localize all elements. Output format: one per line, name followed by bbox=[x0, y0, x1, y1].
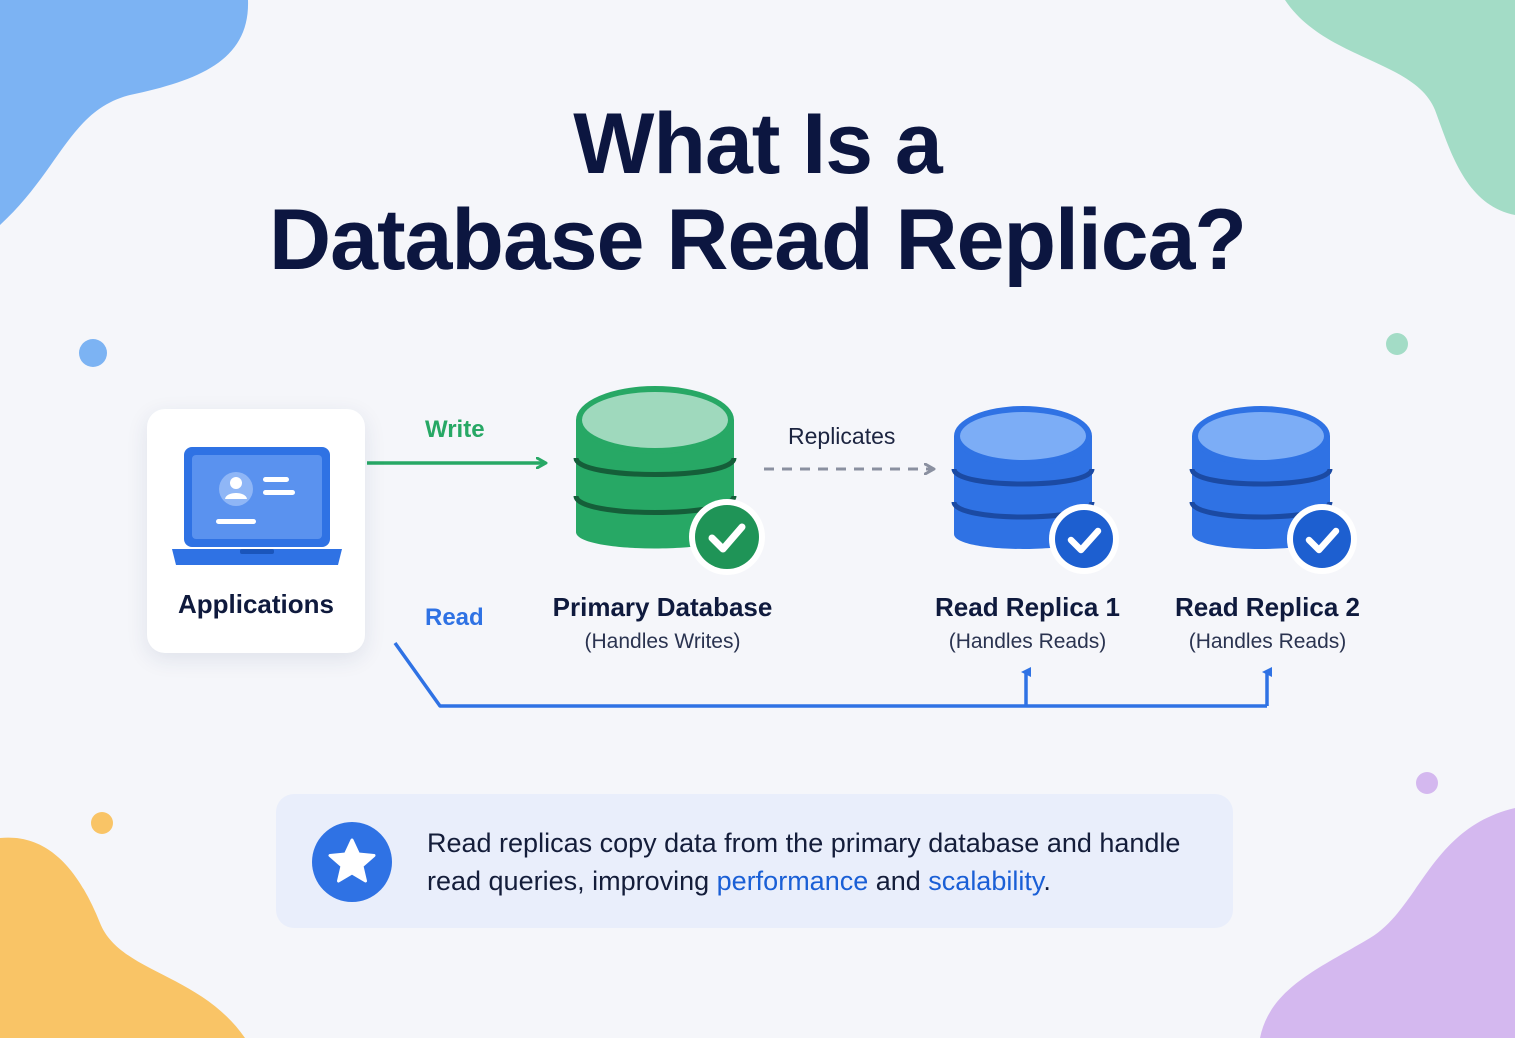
summary-text-mid: and bbox=[868, 866, 929, 896]
replica-1-database-icon bbox=[951, 406, 1119, 574]
replicates-label: Replicates bbox=[788, 423, 896, 449]
highlight-performance: performance bbox=[716, 866, 869, 896]
replica-1-label: Read Replica 1 bbox=[935, 592, 1120, 622]
applications-node: Applications bbox=[147, 409, 365, 653]
laptop-icon bbox=[172, 447, 342, 565]
highlight-scalability: scalability bbox=[928, 866, 1044, 896]
summary-text-before: Read replicas copy data from the primary… bbox=[427, 828, 1181, 896]
decor-dot-blue bbox=[79, 339, 107, 367]
write-label: Write bbox=[425, 416, 485, 443]
replica-2-sub: (Handles Reads) bbox=[1188, 630, 1347, 653]
decor-dot-purple bbox=[1416, 772, 1438, 794]
summary-text-after: . bbox=[1043, 866, 1051, 896]
read-label: Read bbox=[425, 604, 484, 631]
decor-dot-orange bbox=[91, 812, 113, 834]
read-arrow-line bbox=[393, 641, 1267, 708]
applications-label: Applications bbox=[177, 589, 334, 619]
summary-note: Read replicas copy data from the primary… bbox=[276, 794, 1233, 928]
title-line-1: What Is a bbox=[573, 96, 943, 192]
summary-text: Read replicas copy data from the primary… bbox=[427, 824, 1207, 900]
replica-1-sub: (Handles Reads) bbox=[948, 630, 1107, 653]
title-line-2: Database Read Replica? bbox=[269, 192, 1247, 288]
primary-database-label: Primary Database bbox=[552, 592, 773, 622]
primary-database-sub: (Handles Writes) bbox=[584, 630, 741, 653]
corner-blob-bottom-right bbox=[1260, 808, 1515, 1038]
page-title: What Is a Database Read Replica? bbox=[0, 96, 1515, 288]
corner-blob-top-left bbox=[0, 0, 249, 225]
primary-database-icon bbox=[573, 386, 765, 575]
corner-blob-top-right bbox=[1285, 0, 1515, 215]
decor-dot-green bbox=[1386, 333, 1408, 355]
corner-blob-bottom-left bbox=[0, 837, 245, 1038]
star-icon bbox=[312, 822, 392, 902]
replica-2-database-icon bbox=[1189, 406, 1357, 574]
replica-2-label: Read Replica 2 bbox=[1175, 592, 1360, 622]
